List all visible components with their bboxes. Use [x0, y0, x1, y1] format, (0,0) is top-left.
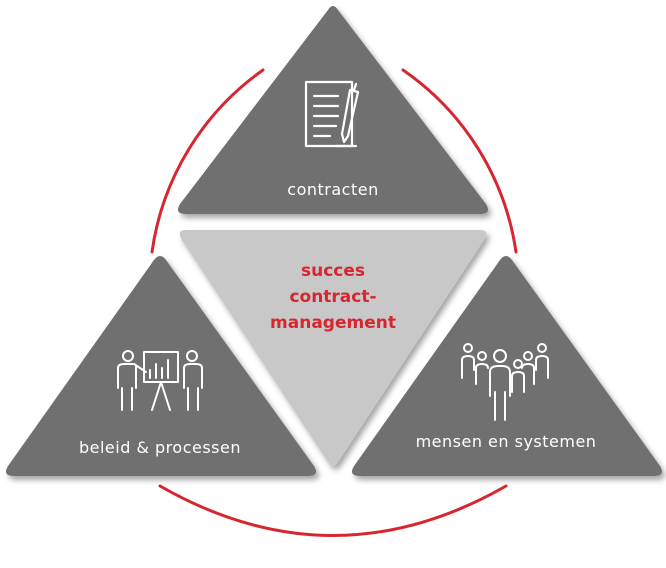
segment-left: beleid & processen [6, 256, 316, 476]
segment-right: mensen en systemen [352, 256, 662, 476]
segment-left-label: beleid & processen [79, 438, 241, 457]
triangle-top [178, 6, 488, 214]
segment-right-label: mensen en systemen [416, 432, 597, 451]
contract-document-pen-icon [304, 80, 360, 148]
ring-arc-top-left [150, 68, 265, 254]
segment-top: contracten [178, 6, 488, 214]
center-line-1: succes [301, 261, 365, 281]
segment-center: succes contract- management [179, 230, 487, 466]
center-line-2: contract- [289, 287, 376, 307]
presentation-board-icon [117, 350, 203, 411]
ring [150, 68, 518, 537]
triangle-left [6, 256, 316, 476]
ring-arc-bottom [158, 484, 508, 537]
triangle-center [179, 230, 487, 466]
group-of-people-icon [461, 343, 549, 421]
center-line-3: management [270, 313, 396, 333]
segment-top-label: contracten [287, 180, 378, 199]
ring-arc-top-right [401, 68, 518, 254]
